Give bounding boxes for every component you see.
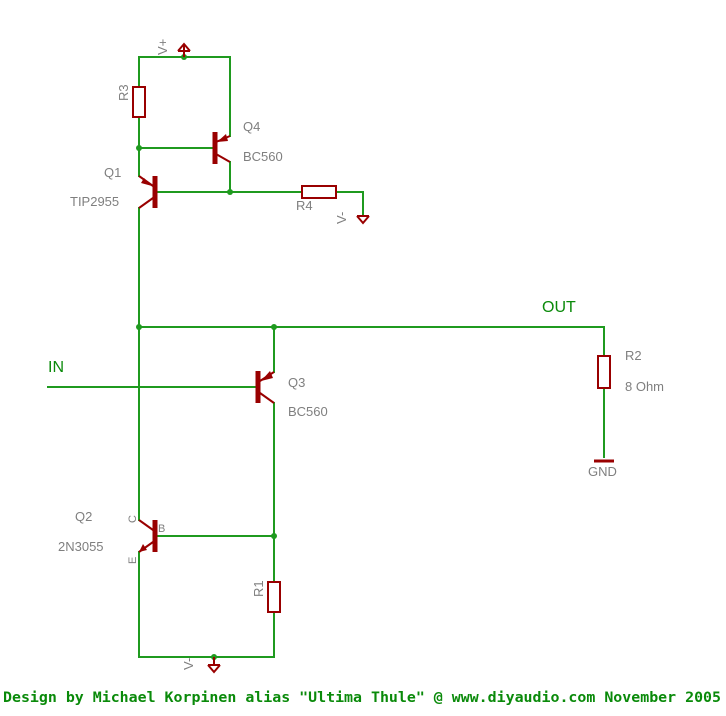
wires bbox=[47, 56, 605, 658]
transistor-q2: Q2 2N3055 C B E bbox=[58, 509, 165, 564]
q2-value-label: 2N3055 bbox=[58, 539, 104, 554]
q2-ref-label: Q2 bbox=[75, 509, 92, 524]
transistor-q1: Q1 TIP2955 bbox=[70, 165, 158, 209]
transistor-q3: Q3 BC560 bbox=[255, 371, 328, 419]
resistor-r1: R1 bbox=[251, 580, 281, 613]
vminus-supply-symbol-bottom: V- bbox=[181, 657, 221, 674]
gnd-label: GND bbox=[588, 464, 617, 479]
q1-ref-label: Q1 bbox=[104, 165, 121, 180]
net-label-in: IN bbox=[48, 359, 64, 376]
design-credit-footer: Design by Michael Korpinen alias "Ultima… bbox=[3, 690, 721, 706]
q4-ref-label: Q4 bbox=[243, 119, 260, 134]
q3-ref-label: Q3 bbox=[288, 375, 305, 390]
vplus-supply-symbol: V+ bbox=[155, 39, 191, 57]
junction-dot bbox=[136, 324, 142, 330]
resistor-r2: R2 8 Ohm bbox=[597, 348, 664, 394]
ground-symbol: GND bbox=[588, 459, 617, 479]
resistor-r3: R3 bbox=[116, 84, 146, 118]
vplus-label: V+ bbox=[155, 39, 170, 55]
resistor-r4: R4 bbox=[296, 185, 337, 213]
vminus-supply-symbol-top: V- bbox=[334, 212, 370, 225]
q3-value-label: BC560 bbox=[288, 404, 328, 419]
junction-dot bbox=[136, 145, 142, 151]
junctions bbox=[136, 54, 277, 660]
q1-value-label: TIP2955 bbox=[70, 194, 119, 209]
wire-vplus-rail bbox=[138, 56, 231, 137]
net-label-out: OUT bbox=[542, 299, 576, 316]
r3-ref-label: R3 bbox=[116, 84, 131, 101]
r4-ref-label: R4 bbox=[296, 198, 313, 213]
r2-value-label: 8 Ohm bbox=[625, 379, 664, 394]
vminus-label-bottom: V- bbox=[181, 658, 196, 670]
junction-dot bbox=[271, 533, 277, 539]
wire-bottom-rail bbox=[138, 551, 275, 658]
junction-dot bbox=[227, 189, 233, 195]
wire-r4-vminus bbox=[335, 191, 364, 217]
q4-value-label: BC560 bbox=[243, 149, 283, 164]
vminus-label-top: V- bbox=[334, 212, 349, 224]
q2-pin-b-label: B bbox=[158, 523, 165, 535]
transistor-q4: Q4 BC560 bbox=[212, 119, 283, 164]
wire-out-rail bbox=[138, 326, 605, 357]
r2-ref-label: R2 bbox=[625, 348, 642, 363]
q2-pin-c-label: C bbox=[127, 515, 139, 523]
r1-ref-label: R1 bbox=[251, 580, 266, 597]
junction-dot bbox=[271, 324, 277, 330]
q2-pin-e-label: E bbox=[127, 557, 139, 564]
